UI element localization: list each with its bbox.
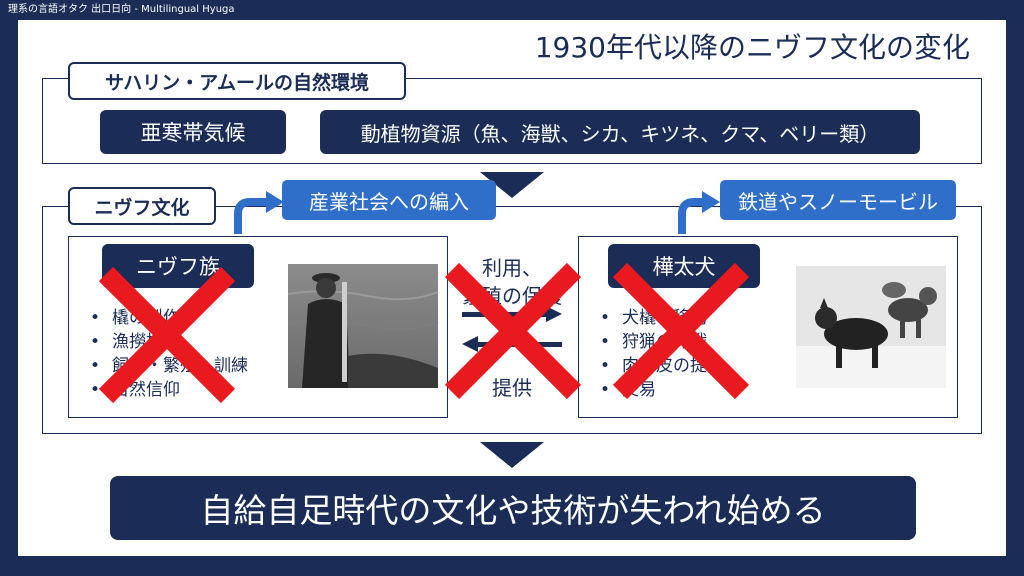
resources-badge: 動植物資源（魚、海獣、シカ、キツネ、クマ、ベリー類）	[320, 110, 920, 154]
nature-label: サハリン・アムールの自然環境	[68, 62, 406, 100]
exchange-top-label: 利用、	[482, 256, 542, 280]
down-arrow-icon	[480, 442, 544, 468]
cross-out-exchange-icon	[444, 262, 582, 400]
exchange-bottom-label: 提供	[492, 376, 532, 400]
conclusion-banner: 自給自足時代の文化や技術が失われ始める	[110, 476, 916, 540]
cross-out-nivkh-icon	[98, 266, 236, 404]
curved-arrow-right-icon	[678, 191, 720, 234]
sled-dogs-photo	[796, 266, 946, 388]
slide-title: 1930年代以降のニヴフ文化の変化	[534, 31, 970, 64]
climate-badge: 亜寒帯気候	[100, 110, 286, 154]
culture-label: ニヴフ文化	[68, 187, 216, 225]
header-caption: 理系の言語オタク 出口日向 - Multilingual Hyuga	[8, 4, 235, 15]
curved-arrow-left-icon	[234, 191, 284, 234]
down-arrow-icon	[480, 172, 544, 198]
fisherman-photo	[287, 264, 439, 388]
callout-industrial-society: 産業社会への編入	[282, 180, 496, 220]
callout-railways-snowmobiles: 鉄道やスノーモービル	[720, 180, 956, 220]
nivkh-label: ニヴフ族	[102, 244, 254, 288]
cross-out-dog-icon	[612, 262, 750, 400]
